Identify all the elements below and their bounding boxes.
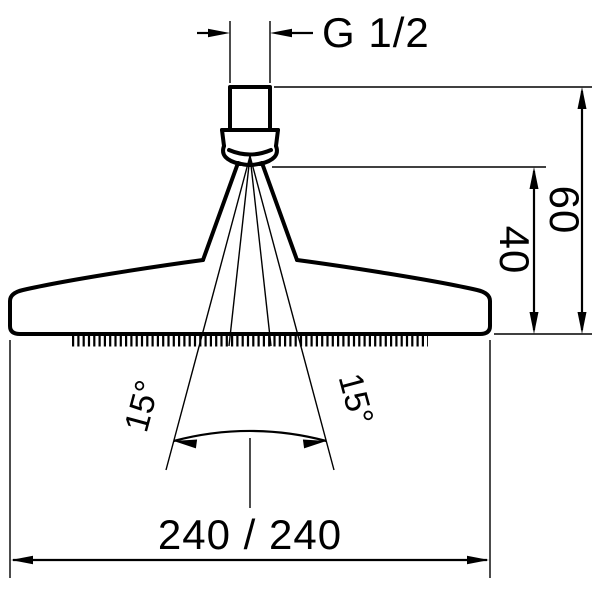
width-label: 240 / 240: [158, 511, 342, 558]
width-arrow-right: [467, 555, 489, 565]
height40-arrow-top: [529, 167, 539, 189]
spray-line-inner-left: [228, 155, 251, 347]
flange-right-side: [274, 128, 280, 148]
spray-line-inner-right: [249, 155, 272, 347]
angle-arc-arrow-right: [302, 439, 327, 449]
spray-line-outer-left: [165, 155, 251, 471]
angle-arc: [173, 429, 327, 443]
shower-head-outline: [8, 85, 492, 347]
height40-arrow-bottom: [529, 312, 539, 334]
thread-arrow-right: [270, 28, 292, 38]
height40-label: 40: [491, 226, 538, 275]
angle-label-left: 15°: [117, 376, 167, 436]
dimension-thread: G 1/2: [197, 9, 430, 83]
thread-label: G 1/2: [322, 9, 430, 56]
dimension-head-height: 40: [272, 166, 546, 334]
cone-left-side: [201, 161, 240, 262]
width-arrow-left: [11, 555, 33, 565]
flange-left-side: [220, 128, 226, 148]
thread-arrow-left: [208, 28, 230, 38]
angle-label-right: 15°: [331, 369, 381, 429]
angle-arc-arrow-left: [173, 439, 198, 449]
dimension-total-height: 60: [274, 86, 592, 335]
cone-right-side: [260, 161, 299, 262]
spray-angle-lines: 15° 15°: [117, 155, 381, 508]
connector-stem: [228, 85, 272, 132]
spray-line-outer-right: [249, 155, 335, 471]
cone-top-edge: [236, 161, 264, 167]
head-disc-outline: [8, 258, 492, 336]
height60-label: 60: [541, 186, 588, 235]
dimension-width: 240 / 240: [9, 340, 491, 578]
ball-joint-curve: [227, 148, 273, 157]
height60-arrow-top: [577, 87, 587, 109]
height60-arrow-bottom: [577, 312, 587, 334]
